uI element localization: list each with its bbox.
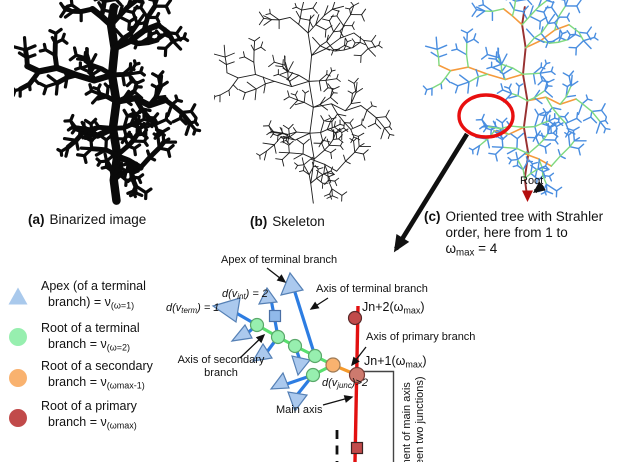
junction-node-circle <box>348 366 366 384</box>
secondary-root-circle <box>325 357 341 373</box>
degree-term-label: d(vterm) = 1 <box>166 302 220 316</box>
main-axis-label: Main axis <box>276 404 323 416</box>
segment-bracket <box>358 370 395 462</box>
caption-c-omega: ωmax = 4 <box>445 241 498 259</box>
segment-note-line1: Segment of main axis <box>401 382 413 462</box>
legend-line1: Root of a terminal <box>41 321 140 335</box>
primary-root-circle-icon <box>9 409 27 427</box>
legend-line1: Apex (of a terminal <box>41 279 146 293</box>
root-label: Root <box>520 175 544 187</box>
terminal-root-circle-icon <box>9 328 27 346</box>
apex-of-terminal-branch-label: Apex of terminal branch <box>221 254 338 266</box>
legend-line2: branch = ν(ωmax-1) <box>48 374 145 391</box>
segment-node-square <box>350 441 364 455</box>
legend-item-terminal-root: Root of a terminal branch = ν(ω=2) <box>6 321 140 356</box>
junction-node-circle <box>347 310 363 326</box>
legend-item-primary-root: Root of a primary branch = ν(ωmax) <box>6 399 137 434</box>
tree-shape <box>14 0 202 205</box>
caption-c-text: Oriented tree with Strahler order, here … <box>445 209 604 240</box>
terminal-root-circles <box>249 317 323 383</box>
legend-line2: branch) = ν(ω=1) <box>48 294 135 311</box>
axis-of-primary-branch-label: Axis of primary branch <box>366 331 476 343</box>
caption-a: (a) Binarized image <box>28 212 146 228</box>
intermediate-node-square <box>268 309 282 323</box>
caption-c: (c) Oriented tree with Strahler order, h… <box>424 209 640 262</box>
caption-a-tag: (a) <box>28 212 45 227</box>
caption-b: (b) Skeleton <box>250 214 325 230</box>
caption-a-text: Binarized image <box>49 212 147 227</box>
legend-item-secondary-root: Root of a secondary branch = ν(ωmax-1) <box>6 359 153 394</box>
tree-shape <box>214 2 395 204</box>
axis-of-secondary-branch-label: Axis of secondary branch <box>177 354 265 379</box>
secondary-root-circle-icon <box>9 369 27 387</box>
degree-int-label: d(vint) = 2 <box>222 288 268 302</box>
segment-note-line2: (between two junctions) <box>414 376 426 462</box>
skeleton-tree-image <box>214 2 395 204</box>
caption-b-tag: (b) <box>250 214 268 229</box>
legend-item-apex: Apex (of a terminal branch) = ν(ω=1) <box>6 279 146 314</box>
legend-line2: branch = ν(ωmax) <box>48 414 137 431</box>
junction-n2-label: Jn+2(ωmax) <box>362 300 425 316</box>
tree-shape <box>422 0 611 200</box>
apex-triangle-icon <box>8 287 28 305</box>
label-arrows <box>239 267 367 406</box>
degree-junc-label: d(vjunc)>2 <box>322 377 369 391</box>
junction-n1-label: Jn+1(ωmax) <box>364 354 427 370</box>
main-axis-line <box>353 305 360 462</box>
binarized-tree-image <box>14 0 202 205</box>
axis-of-terminal-branch-label: Axis of terminal branch <box>316 283 428 295</box>
legend-line1: Root of a secondary <box>41 359 153 373</box>
legend-line2: branch = ν(ω=2) <box>48 336 131 353</box>
detail-diagram <box>211 267 395 462</box>
caption-c-tag: (c) <box>424 209 441 224</box>
caption-b-text: Skeleton <box>272 214 325 229</box>
apex-triangles <box>211 271 312 413</box>
legend-line1: Root of a primary <box>41 399 137 413</box>
